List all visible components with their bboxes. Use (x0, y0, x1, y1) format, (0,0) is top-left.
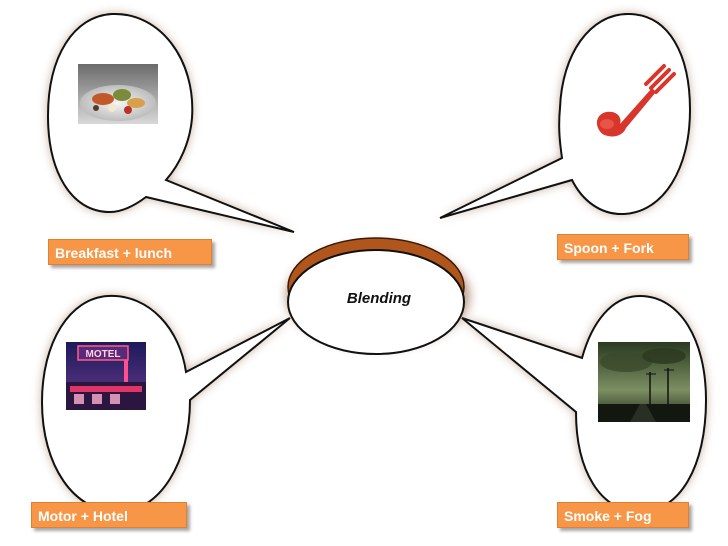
center-node (286, 237, 470, 355)
center-label: Blending (346, 290, 412, 307)
label-breakfast-lunch: Breakfast + lunch (48, 239, 212, 265)
bubble-spoon-fork (439, 12, 692, 219)
bubble-motor-hotel: MOTEL (40, 294, 291, 514)
spork-image (596, 64, 676, 137)
svg-text:MOTEL: MOTEL (86, 349, 121, 360)
label-spoon-fork: Spoon + Fork (557, 234, 689, 260)
label-smoke-fog: Smoke + Fog (557, 502, 689, 528)
center-node-face (287, 249, 465, 355)
motel-sign-image: MOTEL (66, 342, 146, 410)
bubble-outline (439, 12, 692, 219)
brunch-plate-image (78, 64, 158, 124)
bubble-breakfast-lunch (46, 12, 295, 233)
label-motor-hotel: Motor + Hotel (31, 502, 187, 528)
smog-landscape-image (598, 342, 690, 422)
bubble-smoke-fog (461, 294, 708, 514)
